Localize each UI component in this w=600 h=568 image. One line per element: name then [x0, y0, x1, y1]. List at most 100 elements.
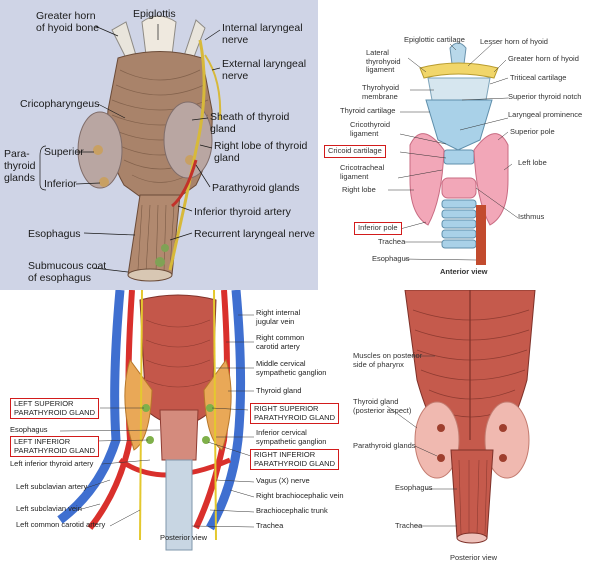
label-line: PARATHYROID GLAND — [254, 412, 335, 422]
label-line: membrane — [362, 91, 398, 101]
label-cricoid-cartilage-highlighted: Cricoid cartilage — [324, 145, 386, 158]
label-triticeal-cartilage: Triticeal cartilage — [510, 73, 567, 82]
label-left-inferior-thyroid-artery: Left inferior thyroid artery — [10, 459, 94, 468]
label-isthmus: Isthmus — [518, 212, 545, 221]
label-line: gland — [214, 152, 240, 165]
label-lateral-thyrohyoid-ligament: Lateral thyrohyoid ligament — [366, 48, 401, 75]
label-middle-cervical-sympathetic-ganglion: Middle cervical sympathetic ganglion — [256, 359, 327, 377]
anterior-larynx-illustration — [388, 42, 519, 265]
label-trachea: Trachea — [256, 521, 284, 530]
label-line: Cricothyroid — [350, 120, 391, 129]
label-line: Sheath of thyroid — [210, 111, 290, 123]
label-line: thyrohyoid — [366, 56, 401, 66]
label-anterior-view: Anterior view — [440, 267, 488, 276]
label-esophagus: Esophagus — [372, 254, 410, 263]
label-internal-laryngeal-nerve: Internal laryngeal nerve — [222, 22, 303, 46]
label-line: glands — [4, 172, 35, 185]
label-right-lobe: Right lobe — [342, 185, 376, 194]
label-right-lobe-of-thyroid: Right lobe of thyroid gland — [214, 140, 307, 164]
label-line: sympathetic ganglion — [256, 367, 327, 377]
label-posterior-view: Posterior view — [160, 533, 208, 542]
label-esophagus: Esophagus — [10, 425, 48, 434]
label-line: (posterior aspect) — [353, 405, 412, 415]
label-inferior-cervical-sympathetic-ganglion: Inferior cervical sympathetic ganglion — [256, 428, 327, 446]
label-external-laryngeal-nerve: External laryngeal nerve — [222, 58, 306, 82]
label-left-subclavian-vein: Left subclavian vein — [16, 504, 82, 513]
posterior-pharynx-muscle-illustration — [386, 290, 536, 544]
label-thyroid-cartilage: Thyroid cartilage — [340, 106, 396, 115]
label-vagus-nerve: Vagus (X) nerve — [256, 476, 310, 485]
label-brachiocephalic-trunk: Brachiocephalic trunk — [256, 506, 328, 515]
label-right-superior-parathyroid-highlighted: RIGHT SUPERIOR PARATHYROID GLAND — [250, 403, 339, 425]
label-superior-pole: Superior pole — [510, 127, 555, 136]
label-thyroid-gland-posterior: Thyroid gland (posterior aspect) — [353, 397, 412, 415]
label-line: PARATHYROID GLAND — [254, 458, 335, 468]
label-line: Lateral — [366, 48, 389, 57]
label-trachea: Trachea — [378, 237, 406, 246]
label-line: ligament — [340, 171, 369, 181]
label-inferior-pole-highlighted: Inferior pole — [354, 222, 402, 235]
label-line: carotid artery — [256, 341, 300, 351]
label-recurrent-laryngeal-nerve: Recurrent laryngeal nerve — [194, 228, 315, 240]
label-submucous-coat: Submucous coat of esophagus — [28, 260, 106, 284]
label-line: RIGHT SUPERIOR — [254, 404, 319, 413]
label-greater-horn-of-hyoid: Greater horn of hyoid — [508, 54, 579, 63]
label-superior-thyroid-notch: Superior thyroid notch — [508, 92, 582, 101]
label-line: Cricotracheal — [340, 163, 385, 172]
label-line: Thyrohyoid — [362, 83, 400, 92]
label-left-common-carotid-artery: Left common carotid artery — [16, 520, 106, 529]
label-line: PARATHYROID GLAND — [14, 407, 95, 417]
label-line: nerve — [222, 34, 249, 47]
label-line: thyroid — [4, 160, 36, 173]
label-line: Submucous coat — [28, 260, 107, 272]
label-right-common-carotid-artery: Right common carotid artery — [256, 333, 304, 351]
label-inferior: Inferior — [44, 178, 77, 190]
label-line: jugular vein — [256, 316, 295, 326]
label-epiglottis: Epiglottis — [133, 8, 176, 20]
label-right-brachiocephalic-vein: Right brachiocephalic vein — [256, 491, 344, 500]
label-line: PARATHYROID GLAND — [14, 445, 95, 455]
label-trachea: Trachea — [395, 521, 423, 530]
label-line: Right lobe of thyroid — [214, 140, 308, 152]
label-line: gland — [210, 123, 236, 136]
label-line: nerve — [222, 70, 249, 83]
label-line: Muscles on posterior — [353, 351, 423, 360]
label-line: Greater horn — [36, 10, 96, 22]
label-left-lobe: Left lobe — [518, 158, 547, 167]
label-superior: Superior — [44, 146, 84, 158]
panel-posterior-vessels-diagram: Right internal jugular vein Right common… — [0, 290, 345, 568]
label-line: Right internal — [256, 308, 301, 317]
label-line: of esophagus — [28, 272, 92, 285]
label-cricotracheal-ligament: Cricotracheal ligament — [340, 163, 385, 181]
label-line: sympathetic ganglion — [256, 436, 327, 446]
label-cricothyroid-ligament: Cricothyroid ligament — [350, 120, 391, 138]
label-left-subclavian-artery: Left subclavian artery — [16, 482, 88, 491]
label-right-internal-jugular-vein: Right internal jugular vein — [256, 308, 301, 326]
label-thyroid-gland: Thyroid gland — [256, 386, 302, 395]
label-line: ligament — [366, 65, 395, 75]
posterior-pharynx-illustration — [39, 15, 222, 282]
label-line: side of pharynx — [353, 359, 404, 369]
label-cricopharyngeus: Cricopharyngeus — [20, 98, 100, 110]
label-line: LEFT INFERIOR — [14, 437, 71, 446]
label-greater-horn-of-hyoid: Greater horn of hyoid bone — [36, 10, 99, 34]
label-line: Para- — [4, 148, 30, 160]
label-epiglottic-cartilage: Epiglottic cartilage — [404, 35, 465, 44]
label-line: ligament — [350, 128, 379, 138]
label-inferior-thyroid-artery: Inferior thyroid artery — [194, 206, 291, 218]
label-line: Thyroid gland — [353, 397, 399, 406]
label-posterior-view: Posterior view — [450, 553, 498, 562]
label-line: RIGHT INFERIOR — [254, 450, 316, 459]
panel-posterior-pharynx-diagram: Muscles on posterior side of pharynx Thy… — [345, 290, 600, 568]
posterior-vessels-illustration — [57, 290, 255, 551]
label-laryngeal-prominence: Laryngeal prominence — [508, 110, 583, 119]
label-esophagus: Esophagus — [395, 483, 433, 492]
label-right-inferior-parathyroid-highlighted: RIGHT INFERIOR PARATHYROID GLAND — [250, 449, 339, 471]
panel-anterior-larynx-diagram: Epiglottic cartilage Lesser horn of hyoi… — [318, 0, 600, 290]
label-line: External laryngeal — [222, 58, 307, 70]
label-parathyroid-glands-group: Para- thyroid glands — [4, 148, 36, 184]
label-thyrohyoid-membrane: Thyrohyoid membrane — [362, 83, 400, 101]
label-line: of hyoid bone — [36, 22, 100, 35]
label-parathyroid-glands: Parathyroid glands — [353, 441, 416, 450]
panel-posterior-pharynx-photo: Greater horn of hyoid bone Epiglottis In… — [0, 0, 318, 291]
